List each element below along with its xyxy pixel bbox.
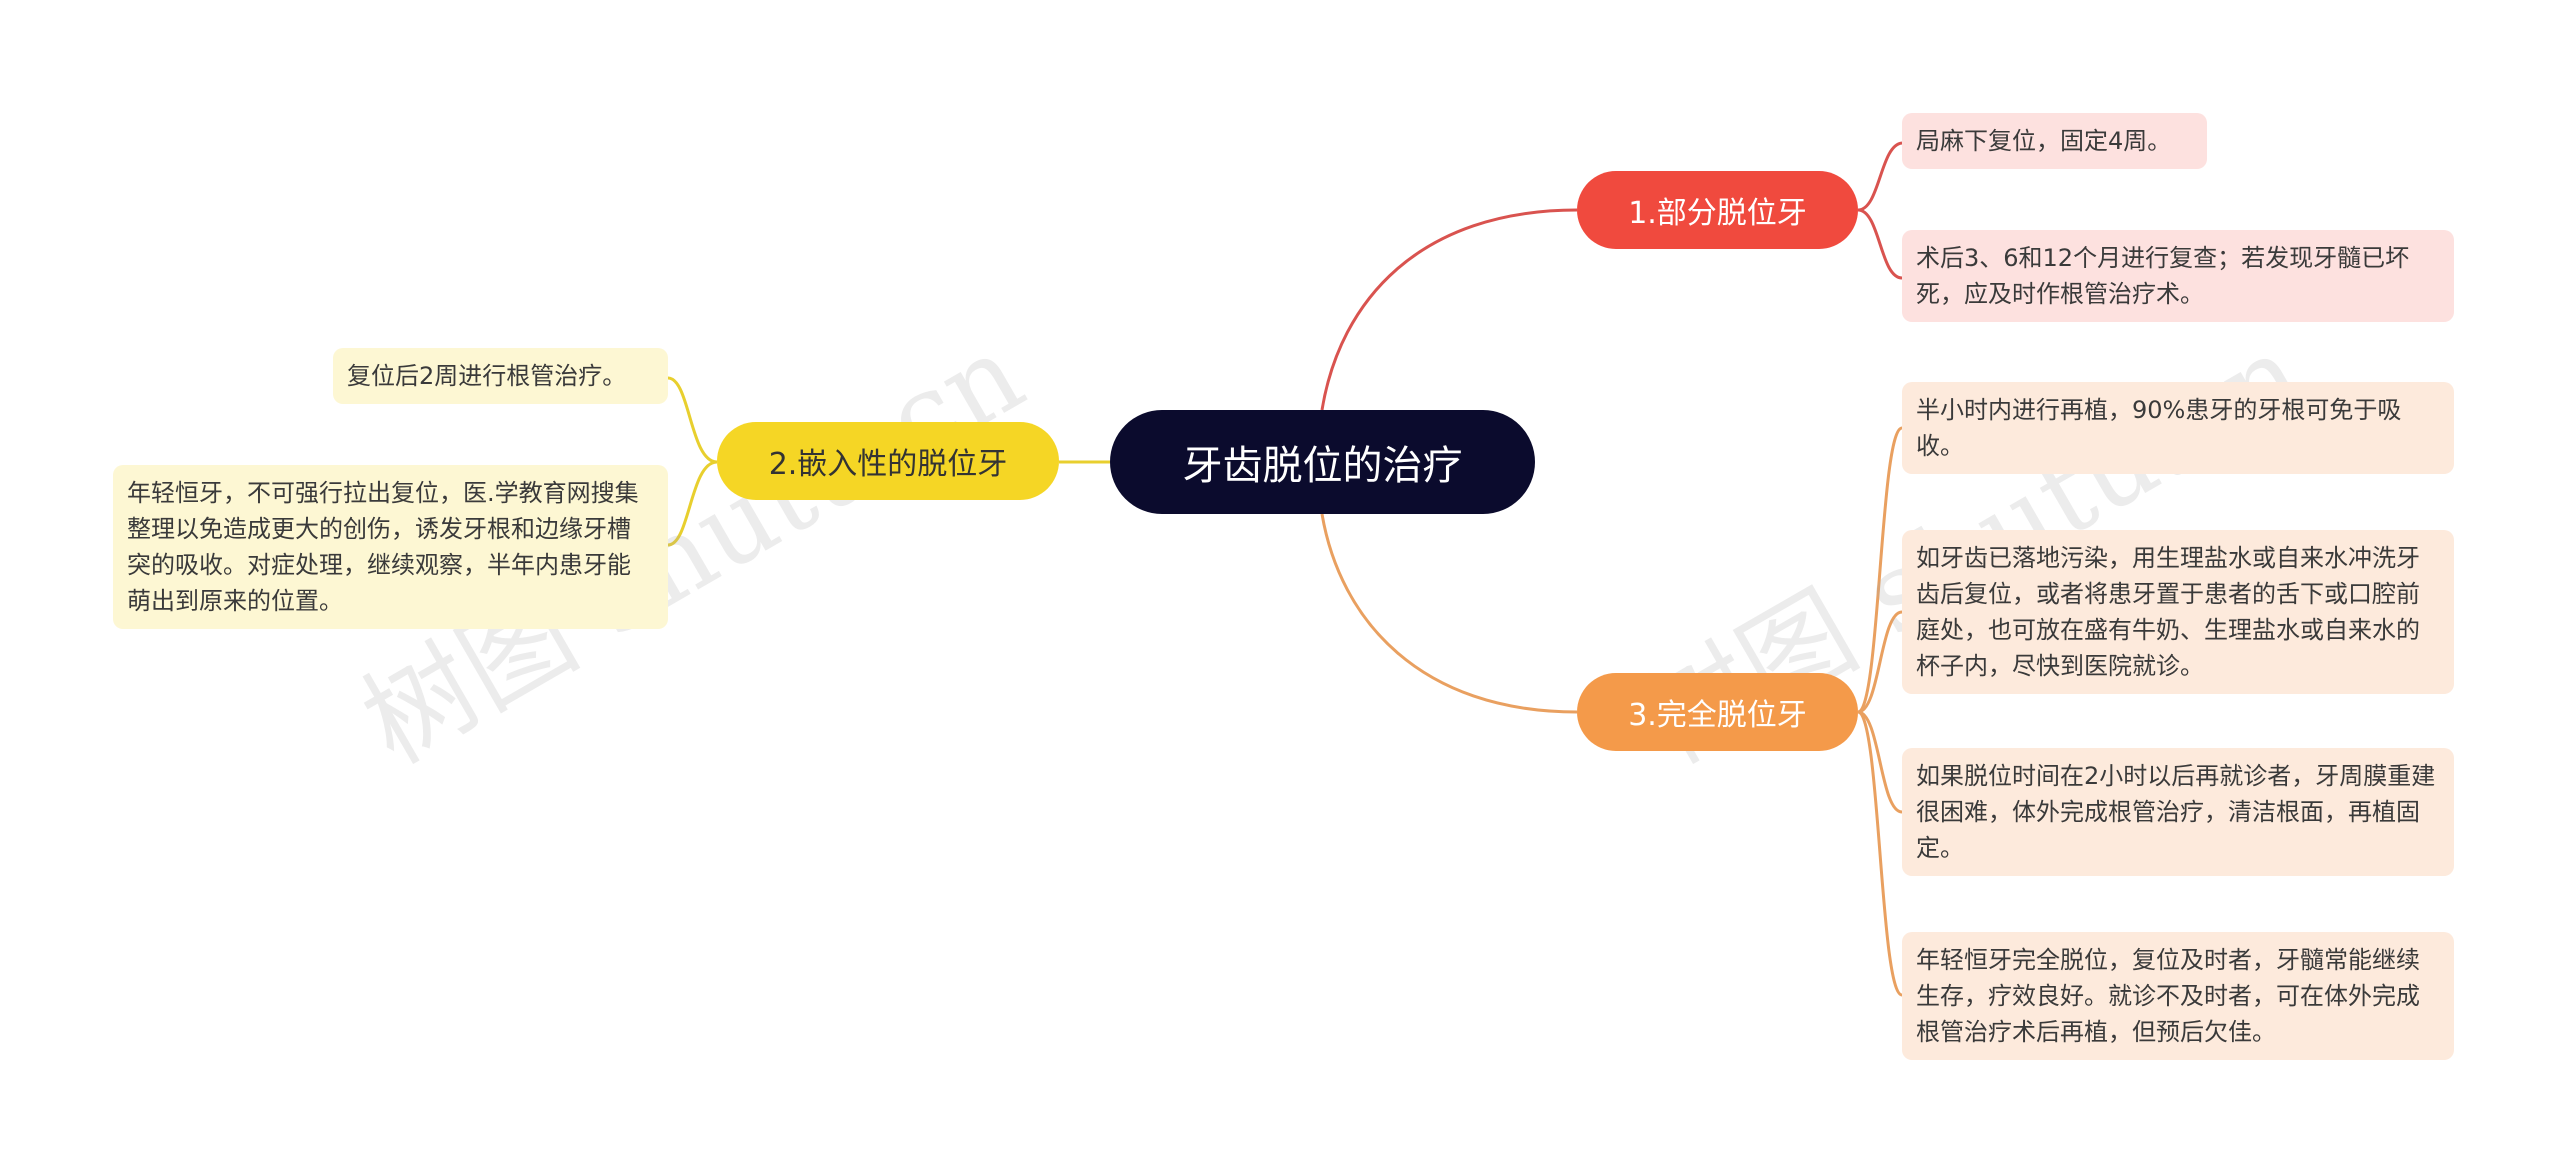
link-root-branch3 [1320, 513, 1578, 714]
link-root-branch1 [1320, 208, 1578, 411]
link-branch2-leaf2 [667, 460, 718, 547]
link-branch3-leaf3 [1857, 710, 1903, 814]
link-branch1-leaf1 [1857, 141, 1903, 212]
link-branch3-leaf1 [1857, 426, 1903, 714]
branch-node-intrusive-luxation[interactable]: 2.嵌入性的脱位牙 [717, 422, 1059, 500]
leaf-node[interactable]: 复位后2周进行根管治疗。 [333, 348, 668, 404]
leaf-node[interactable]: 年轻恒牙，不可强行拉出复位，医.学教育网搜集整理以免造成更大的创伤，诱发牙根和边… [113, 465, 668, 629]
leaf-node[interactable]: 术后3、6和12个月进行复查；若发现牙髓已坏死，应及时作根管治疗术。 [1902, 230, 2454, 322]
link-branch1-leaf2 [1857, 208, 1903, 280]
branch-node-partial-luxation[interactable]: 1.部分脱位牙 [1577, 171, 1858, 249]
leaf-node[interactable]: 半小时内进行再植，90%患牙的牙根可免于吸收。 [1902, 382, 2454, 474]
leaf-node[interactable]: 如果脱位时间在2小时以后再就诊者，牙周膜重建很困难，体外完成根管治疗，清洁根面，… [1902, 748, 2454, 876]
link-branch3-leaf4 [1857, 710, 1903, 997]
branch-node-avulsion[interactable]: 3.完全脱位牙 [1577, 673, 1858, 751]
link-branch2-leaf1 [667, 376, 718, 464]
leaf-node[interactable]: 年轻恒牙完全脱位，复位及时者，牙髓常能继续生存，疗效良好。就诊不及时者，可在体外… [1902, 932, 2454, 1060]
root-node[interactable]: 牙齿脱位的治疗 [1110, 410, 1535, 514]
leaf-node[interactable]: 如牙齿已落地污染，用生理盐水或自来水冲洗牙齿后复位，或者将患牙置于患者的舌下或口… [1902, 530, 2454, 694]
leaf-node[interactable]: 局麻下复位，固定4周。 [1902, 113, 2207, 169]
link-branch3-leaf2 [1857, 610, 1903, 714]
